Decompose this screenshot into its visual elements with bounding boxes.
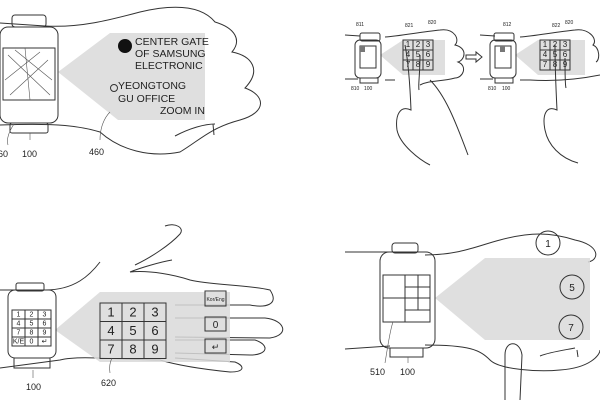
watch-key-digit: 5 bbox=[30, 320, 34, 327]
key-digit: 8 bbox=[416, 60, 421, 69]
smartwatch bbox=[0, 14, 59, 134]
key-digit: 3 bbox=[151, 304, 158, 319]
ref-label: 100 bbox=[502, 86, 511, 92]
key-digit: 5 bbox=[129, 323, 136, 338]
ref-label: 100 bbox=[364, 86, 373, 92]
key-cell bbox=[422, 59, 434, 71]
key-digit: 2 bbox=[553, 40, 558, 49]
ref-label: 510 bbox=[370, 367, 385, 377]
watch-key-digit: 9 bbox=[43, 329, 47, 336]
ref-label: 60 bbox=[0, 149, 8, 159]
watch-key-cell bbox=[37, 336, 52, 347]
key-digit: 2 bbox=[129, 304, 136, 319]
ref-label: 810 bbox=[488, 86, 497, 92]
ref-label: 460 bbox=[89, 147, 104, 157]
key-cell bbox=[143, 339, 167, 359]
knuckle-button-label: 1 bbox=[545, 239, 551, 250]
ref-label: 820 bbox=[428, 20, 437, 26]
zoom-in-command: ZOOM IN bbox=[160, 105, 205, 117]
location-marker bbox=[110, 84, 118, 92]
key-digit: 9 bbox=[426, 60, 431, 69]
watch-key-digit: 4 bbox=[17, 320, 21, 327]
key-digit: 3 bbox=[563, 40, 568, 49]
key-digit: 1 bbox=[543, 40, 548, 49]
figure-4-knuckle-buttons: 1 5 7 510 100 bbox=[344, 230, 600, 400]
key-digit: 7 bbox=[107, 341, 114, 356]
watch-key-digit: ↵ bbox=[42, 338, 48, 345]
key-digit: 1 bbox=[107, 304, 114, 319]
key-digit: 6 bbox=[151, 323, 158, 338]
key-digit: 1 bbox=[406, 40, 411, 49]
key-kor-eng: Kor/Eng bbox=[204, 290, 227, 307]
watch-map-screen bbox=[2, 47, 56, 101]
projection-area bbox=[58, 33, 205, 120]
key-digit: 8 bbox=[129, 341, 136, 356]
key-label: 0 bbox=[213, 320, 219, 331]
watch-key-digit: 7 bbox=[17, 329, 21, 336]
place-name-line1: CENTER GATE bbox=[135, 36, 209, 48]
ref-label: 100 bbox=[26, 382, 41, 392]
selected-location-marker bbox=[118, 39, 132, 53]
key-digit: 6 bbox=[563, 50, 568, 59]
watch-key-digit: 8 bbox=[30, 329, 34, 336]
key-digit: 7 bbox=[543, 60, 548, 69]
figure-1-map-projection: CENTER GATE OF SAMSUNG ELECTRONIC YEONGT… bbox=[0, 6, 261, 159]
key-digit: 6 bbox=[426, 50, 431, 59]
knuckle-button-7: 7 bbox=[558, 314, 584, 340]
watch-key-digit: K/E bbox=[13, 338, 25, 345]
knuckle-button-label: 5 bbox=[569, 283, 575, 294]
key-digit: 2 bbox=[416, 40, 421, 49]
hand-outline bbox=[0, 6, 261, 155]
watch-key-digit: 3 bbox=[43, 311, 47, 318]
place-name-line5: GU OFFICE bbox=[118, 93, 175, 105]
ref-label: 821 bbox=[405, 23, 414, 29]
key-digit: 4 bbox=[406, 50, 411, 59]
watch-tile-screen bbox=[382, 274, 431, 323]
knuckle-button-5: 5 bbox=[559, 274, 585, 300]
ref-label: 100 bbox=[400, 367, 415, 377]
watch-key-digit: 2 bbox=[30, 311, 34, 318]
key-digit: 3 bbox=[426, 40, 431, 49]
place-name-line4: YEONGTONG bbox=[118, 80, 186, 92]
key-digit: 5 bbox=[416, 50, 421, 59]
finger-crease bbox=[174, 123, 216, 137]
key-digit: 9 bbox=[151, 341, 158, 356]
key-enter: ↵ bbox=[204, 338, 227, 354]
watch-key-digit: 0 bbox=[30, 338, 34, 345]
watch-key-digit: 1 bbox=[17, 311, 21, 318]
key-label: Kor/Eng bbox=[206, 297, 224, 303]
ref-label: 620 bbox=[101, 378, 116, 388]
ref-label: 812 bbox=[503, 22, 512, 28]
knuckle-button-label: 7 bbox=[568, 323, 574, 334]
knuckle-button-1: 1 bbox=[535, 230, 561, 256]
ref-label: 811 bbox=[356, 22, 364, 28]
watch-key-digit: 6 bbox=[43, 320, 47, 327]
key-zero: 0 bbox=[204, 316, 227, 332]
place-name-line2: OF SAMSUNG bbox=[135, 48, 206, 60]
ref-label: 810 bbox=[351, 86, 360, 92]
ref-label: 100 bbox=[22, 149, 37, 159]
ref-label: 820 bbox=[565, 20, 574, 26]
ref-label: 822 bbox=[552, 23, 561, 29]
key-digit: 4 bbox=[107, 323, 114, 338]
watch-keypad: 1 2 3 4 5 6 7 8 9K/E 0 ↵ bbox=[11, 309, 52, 347]
place-name-line3: ELECTRONIC bbox=[135, 60, 203, 72]
key-digit: 4 bbox=[543, 50, 548, 59]
key-label: ↵ bbox=[212, 342, 220, 352]
transition-arrow-icon bbox=[465, 50, 483, 64]
